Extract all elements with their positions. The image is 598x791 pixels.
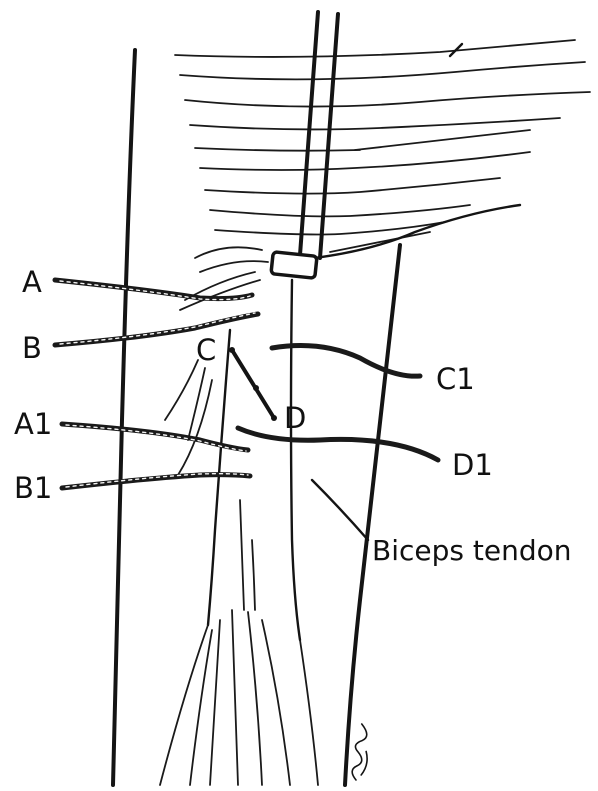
artist-signature <box>349 724 375 782</box>
biceps-tendon <box>160 280 318 785</box>
label-b: B <box>22 331 42 365</box>
label-c1: C1 <box>436 362 475 396</box>
arm-right-outline <box>345 245 400 785</box>
muscle-belly <box>175 40 590 310</box>
suture-cd <box>229 347 277 421</box>
suture-d1 <box>238 428 438 460</box>
suture-b1 <box>62 474 250 488</box>
retractor-instrument <box>271 12 338 278</box>
label-c: C <box>196 333 216 367</box>
arm-left-outline <box>113 50 135 785</box>
label-d: D <box>284 401 306 435</box>
tendon-left-edge <box>208 330 230 625</box>
tendon-right-edge <box>291 280 300 640</box>
suture-a1 <box>62 424 248 451</box>
retractor-clamp <box>271 252 317 278</box>
label-a1: A1 <box>14 407 52 441</box>
suture-c1 <box>272 346 420 377</box>
label-d1: D1 <box>452 448 493 482</box>
biceps-tendon-leader <box>312 480 368 540</box>
label-a: A <box>22 265 42 299</box>
suture-b <box>55 313 258 345</box>
label-biceps-tendon: Biceps tendon <box>372 534 571 567</box>
label-b1: B1 <box>14 471 52 505</box>
